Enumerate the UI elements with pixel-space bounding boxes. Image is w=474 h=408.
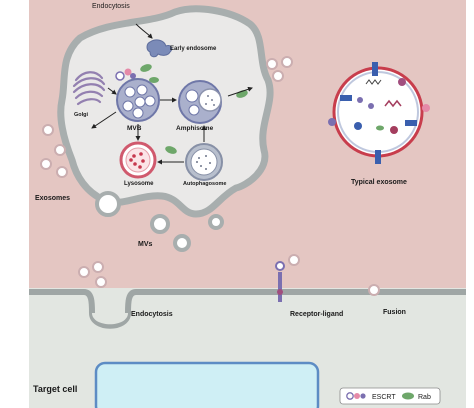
released-exosomes-right: [266, 56, 293, 82]
golgi-icon: [72, 71, 106, 106]
microvesicles: [95, 191, 224, 252]
target-cell-membrane: [29, 289, 466, 329]
typical-exosome-icon: [328, 62, 430, 164]
label-lysosome: Lysosome: [124, 181, 154, 187]
arrow-endocytosis: [135, 23, 153, 39]
legend: ESCRT Rab: [339, 387, 441, 405]
arrow-golgi-mvb: [107, 87, 117, 95]
label-mvb: MVB: [127, 125, 142, 132]
released-exosomes-left: [40, 124, 68, 178]
target-cell: [29, 288, 466, 408]
rab-protein-icon: [402, 392, 414, 400]
label-fusion: Fusion: [383, 309, 406, 316]
exosomes-near-target: [78, 254, 380, 296]
nucleus: [94, 361, 320, 408]
rab-protein-icon: [140, 64, 152, 72]
donor-cell: [57, 5, 274, 218]
amphisome-icon: [178, 80, 222, 124]
escrt-complex-icon: [346, 392, 354, 400]
label-mvs: MVs: [138, 241, 153, 248]
lysosome-icon: [119, 141, 157, 179]
receptor-ligand-icon: [275, 261, 285, 302]
legend-escrt-label: ESCRT: [372, 394, 396, 401]
label-receptor-ligand: Receptor-ligand: [290, 311, 343, 318]
escrt-complex-icon: [115, 68, 136, 81]
label-target-cell: Target cell: [33, 384, 77, 394]
label-endocytosis-top: Endocytosis: [92, 3, 130, 10]
mvb-icon: [116, 78, 160, 122]
label-exosomes: Exosomes: [35, 195, 70, 202]
label-golgi: Golgi: [74, 112, 89, 118]
rab-protein-icon: [149, 77, 159, 83]
label-typical-exosome: Typical exosome: [351, 179, 407, 186]
early-endosome-icon: [146, 39, 173, 58]
label-early-endosome: Early endosome: [170, 46, 217, 52]
label-amphisome: Amphisome: [176, 125, 214, 132]
arrow-mvb-exocytosis: [91, 111, 117, 129]
autophagosome-icon: [185, 143, 223, 181]
arrow-amphisome-release: [227, 86, 253, 97]
rab-protein-icon: [165, 146, 177, 154]
label-autophagosome: Autophagosome: [183, 181, 226, 187]
legend-rab-label: Rab: [418, 394, 431, 401]
label-endocytosis-bottom: Endocytosis: [131, 311, 173, 318]
